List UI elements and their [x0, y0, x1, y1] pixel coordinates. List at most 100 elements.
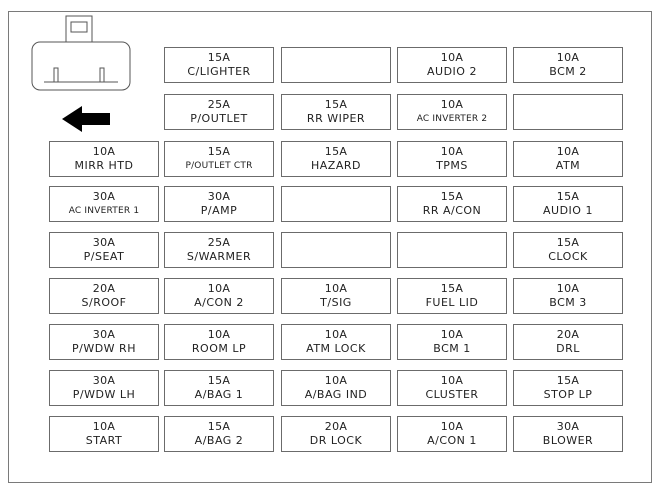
fuse-amperage: 10A	[440, 420, 464, 433]
fuse-amperage: 15A	[556, 374, 580, 387]
fuse-label: RR WIPER	[306, 112, 366, 125]
fuse-amperage: 20A	[556, 328, 580, 341]
fuse-label: AC INVERTER 1	[68, 206, 140, 216]
fuse-blank-r2c5	[513, 94, 623, 130]
fuse-label: S/ROOF	[81, 296, 127, 309]
fuse-blank-r5c4	[397, 232, 507, 268]
fuse-amperage: 10A	[324, 374, 348, 387]
fuse-label: STOP LP	[543, 388, 593, 401]
fuse-label: C/LIGHTER	[187, 65, 251, 78]
fuse-label: BCM 2	[549, 65, 587, 78]
fuse-amperage: 15A	[207, 145, 231, 158]
fuse-label: DR LOCK	[309, 434, 363, 447]
fuse-label: P/OUTLET CTR	[185, 161, 253, 171]
fuse-amperage: 15A	[556, 190, 580, 203]
fuse-amperage: 10A	[324, 282, 348, 295]
fuse-label: BCM 3	[549, 296, 587, 309]
fuse-amperage: 10A	[440, 145, 464, 158]
fuse-amperage: 15A	[324, 145, 348, 158]
fuse-label: RR A/CON	[422, 204, 482, 217]
fuse-label: A/CON 1	[427, 434, 477, 447]
fuse-amperage: 10A	[440, 328, 464, 341]
fuse-label: TPMS	[436, 159, 468, 172]
fuse-ac-inverter-1: 30A AC INVERTER 1	[49, 186, 159, 222]
fuse-amperage: 30A	[92, 190, 116, 203]
fuse-label: FUEL LID	[425, 296, 479, 309]
fuse-label: BLOWER	[542, 434, 594, 447]
fuse-p-outlet-ctr: 15A P/OUTLET CTR	[164, 141, 274, 177]
fuse-label: DRL	[556, 342, 580, 355]
fuse-label: P/SEAT	[83, 250, 125, 263]
fuse-amperage: 15A	[440, 190, 464, 203]
fuse-label: HAZARD	[311, 159, 361, 172]
fuse-label: AUDIO 2	[427, 65, 477, 78]
fuse-blank-r5c3	[281, 232, 391, 268]
fuse-label: ROOM LP	[191, 342, 247, 355]
fuse-label: P/OUTLET	[190, 112, 248, 125]
fuse-amperage: 15A	[556, 236, 580, 249]
fuse-amperage: 10A	[92, 420, 116, 433]
fuse-amperage: 15A	[207, 51, 231, 64]
fuse-amperage: 20A	[92, 282, 116, 295]
fuse-amperage: 10A	[207, 328, 231, 341]
fuse-amperage: 25A	[207, 98, 231, 111]
fuse-amperage: 15A	[440, 282, 464, 295]
fuse-label: CLUSTER	[425, 388, 479, 401]
fuse-amperage: 10A	[440, 98, 464, 111]
fuse-label: AC INVERTER 2	[416, 114, 488, 124]
fuse-label: START	[85, 434, 123, 447]
fuse-amperage: 30A	[207, 190, 231, 203]
fuse-label: P/AMP	[200, 204, 238, 217]
fuse-label: A/CON 2	[194, 296, 244, 309]
fuse-amperage: 15A	[324, 98, 348, 111]
fuse-label: BCM 1	[433, 342, 471, 355]
fuse-amperage: 15A	[207, 420, 231, 433]
arrow-left-icon	[62, 106, 110, 132]
fuse-amperage: 10A	[556, 51, 580, 64]
fuse-label: P/WDW LH	[72, 388, 136, 401]
fuse-label: CLOCK	[548, 250, 588, 263]
fuse-ac-inverter-2: 10A AC INVERTER 2	[397, 94, 507, 130]
fuse-blank-r4c3	[281, 186, 391, 222]
fuse-amperage: 10A	[440, 51, 464, 64]
fuse-amperage: 30A	[556, 420, 580, 433]
fuse-label: A/BAG 1	[194, 388, 244, 401]
fuse-label: S/WARMER	[186, 250, 252, 263]
connector-icon	[31, 15, 131, 91]
fuse-amperage: 30A	[92, 236, 116, 249]
fuse-amperage: 15A	[207, 374, 231, 387]
fuse-amperage: 20A	[324, 420, 348, 433]
fuse-amperage: 30A	[92, 328, 116, 341]
fuse-label: P/WDW RH	[72, 342, 136, 355]
